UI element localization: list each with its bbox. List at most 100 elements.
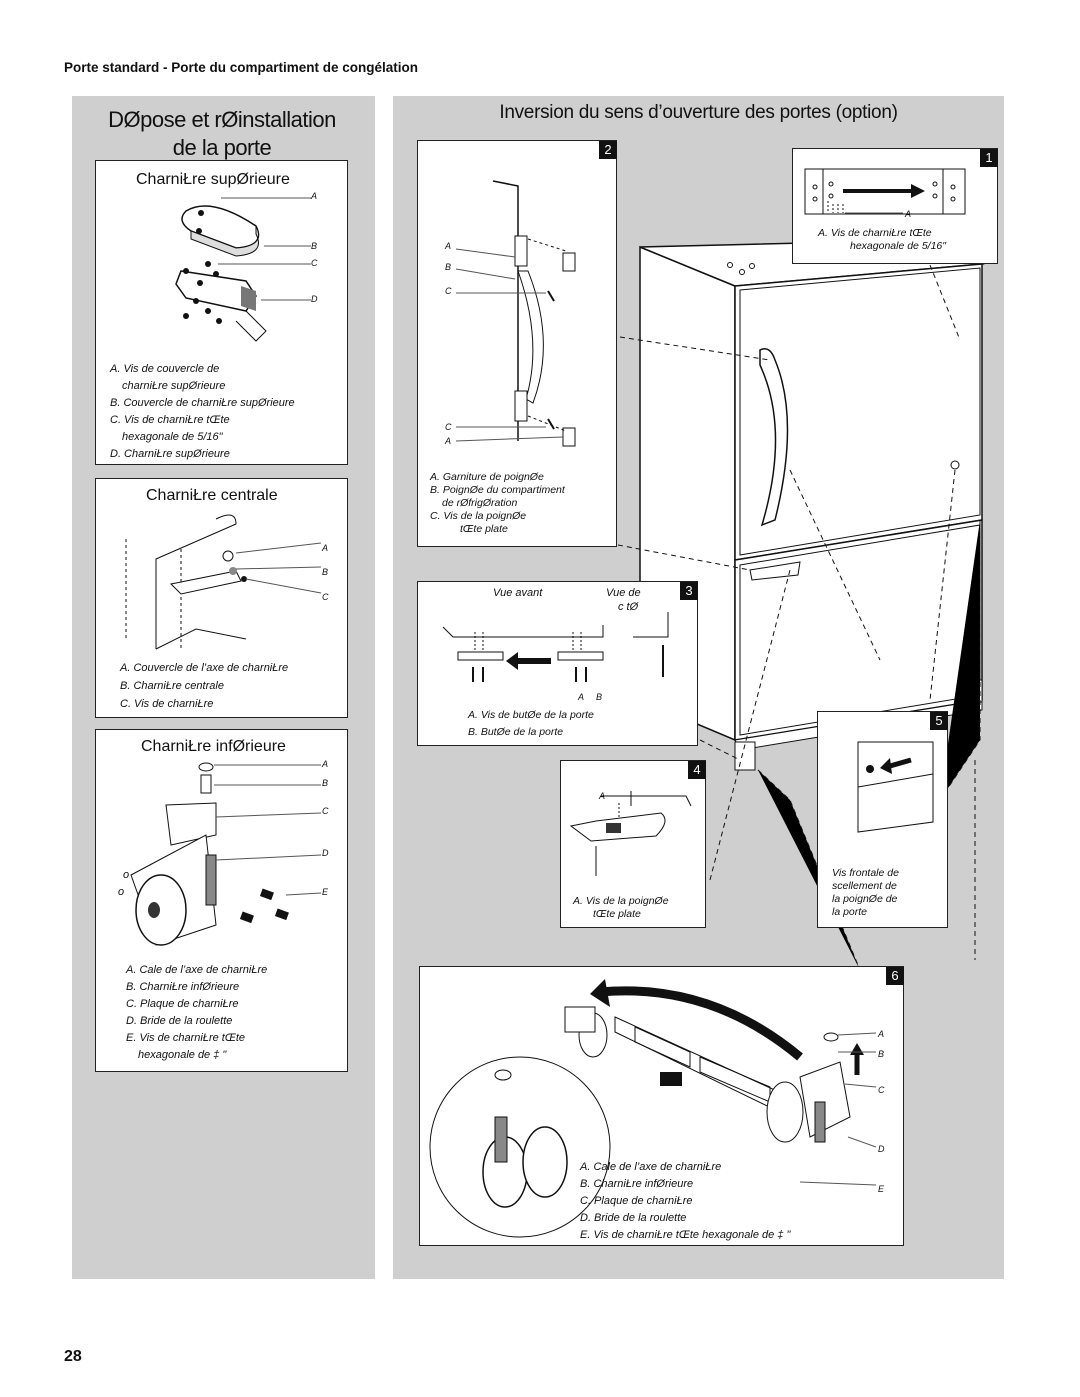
side-mark-2: o xyxy=(118,886,125,898)
caption-line: tŒte plate xyxy=(593,908,641,920)
bottom-hinge-box: CharniŁre infØrieure A B C D E o o A. Ca… xyxy=(95,729,348,1072)
caption-line: A. Garniture de poignØe xyxy=(430,471,544,483)
caption-line: B. CharniŁre infØrieure xyxy=(126,981,240,993)
caption-line: A. Vis de la poignØe xyxy=(573,895,669,907)
step-3-box: 3 Vue avant Vue de c tØ A B A. Vis de bu… xyxy=(417,581,698,746)
top-hinge-box: CharniŁre supØrieure A B C D A. Vis de c… xyxy=(95,160,348,465)
center-hinge-letter-c: C xyxy=(322,592,329,602)
caption-line: C. Vis de charniŁre tŒte xyxy=(110,414,230,426)
step-2-letter: C xyxy=(445,422,452,432)
center-hinge-heading: CharniŁre centrale xyxy=(146,487,278,504)
step-number-3: 3 xyxy=(680,582,698,600)
top-hinge-letter-b: B xyxy=(311,241,318,251)
caption-line: C. Vis de la poignØe xyxy=(430,510,527,522)
center-hinge-box: CharniŁre centrale A B C A. Couvercle de… xyxy=(95,478,348,718)
caption-line: hexagonale de 5/16" xyxy=(850,240,946,252)
step-6-letter-a: A xyxy=(878,1029,885,1039)
caption-line: charniŁre supØrieure xyxy=(122,380,226,392)
caption-line: E. Vis de charniŁre tŒte hexagonale de ‡… xyxy=(580,1229,791,1241)
step-4-diagram xyxy=(569,791,692,876)
caption-line: C. Plaque de charniŁre xyxy=(126,998,239,1010)
center-hinge-letter-b: B xyxy=(322,567,329,577)
caption-line: hexagonale de ‡ " xyxy=(138,1049,227,1061)
step-6-letter-b: B xyxy=(878,1049,885,1059)
step-6-letter-c: C xyxy=(878,1085,885,1095)
caption-line: B. ButØe de la porte xyxy=(468,726,564,738)
caption-line: A. Vis de charniŁre tŒte xyxy=(818,227,932,239)
side-view-label-2: c tØ xyxy=(618,601,639,613)
left-panel-title: DØpose et rØinstallation de la porte xyxy=(72,106,372,162)
side-mark-1: o xyxy=(123,869,130,881)
bottom-hinge-letter-d: D xyxy=(322,848,329,858)
bottom-hinge-diagram xyxy=(130,762,322,946)
right-panel-title: Inversion du sens d’ouverture des portes… xyxy=(499,102,898,123)
step-2-letter: C xyxy=(445,286,452,296)
front-view-label: Vue avant xyxy=(493,587,543,599)
step-4-letter-a: A xyxy=(599,791,606,801)
bottom-hinge-letter-b: B xyxy=(322,778,329,788)
step-6-letter-e: E xyxy=(878,1184,885,1194)
step-number-2: 2 xyxy=(599,141,617,159)
step-3-captions: A. Vis de butØe de la porte B. ButØe de … xyxy=(468,707,594,741)
caption-line: scellement de xyxy=(832,880,897,892)
step-1-captions: A. Vis de charniŁre tŒte hexagonale de 5… xyxy=(818,227,946,253)
page-number: 28 xyxy=(64,1348,82,1365)
step-6-captions: A. Cale de l’axe de charniŁre B. CharniŁ… xyxy=(580,1159,790,1244)
step-2-letter: A xyxy=(445,241,452,251)
step-number-4: 4 xyxy=(688,761,706,779)
center-hinge-captions: A. Couvercle de l’axe de charniŁre B. Ch… xyxy=(120,659,288,713)
top-hinge-heading: CharniŁre supØrieure xyxy=(136,171,290,188)
top-hinge-letter-d: D xyxy=(311,294,318,304)
step-2-box: 2 A B C C A A. Garniture de poignØe B. P… xyxy=(417,140,617,547)
caption-line: A. Vis de couvercle de xyxy=(110,363,220,375)
caption-line: B. CharniŁre centrale xyxy=(120,680,224,692)
step-5-captions: Vis frontale de scellement de la poignØe… xyxy=(832,867,899,919)
caption-line: A. Cale de l’axe de charniŁre xyxy=(126,964,268,976)
step-3-diagram xyxy=(442,612,669,682)
bottom-hinge-letter-c: C xyxy=(322,806,329,816)
step-2-captions: A. Garniture de poignØe B. PoignØe du co… xyxy=(430,471,565,536)
side-view-label-1: Vue de xyxy=(606,587,641,599)
caption-line: B. PoignØe du compartiment xyxy=(430,484,565,496)
caption-line: D. Bride de la roulette xyxy=(580,1212,687,1224)
step-number-6: 6 xyxy=(886,967,904,985)
caption-line: Vis frontale de xyxy=(832,867,899,879)
step-number-5: 5 xyxy=(930,712,948,730)
step-1-diagram xyxy=(804,168,966,215)
title-line-1: DØpose et rØinstallation xyxy=(108,107,336,132)
step-6-diagram xyxy=(429,979,877,1238)
step-2-diagram xyxy=(455,180,576,447)
title-line-2: de la porte xyxy=(172,135,272,160)
step-5-box: 5 Vis frontale de scellement de la poign… xyxy=(817,711,948,928)
step-2-letter: B xyxy=(445,262,452,272)
caption-line: D. CharniŁre supØrieure xyxy=(110,448,230,460)
caption-line: hexagonale de 5/16" xyxy=(122,431,223,443)
caption-line: B. Couvercle de charniŁre supØrieure xyxy=(110,397,295,409)
center-hinge-diagram xyxy=(125,514,322,650)
center-hinge-letter-a: A xyxy=(322,543,329,553)
bottom-hinge-letter-a: A xyxy=(322,759,329,769)
caption-line: tŒte plate xyxy=(460,523,508,535)
caption-line: E. Vis de charniŁre tŒte xyxy=(126,1032,246,1044)
step-1-box: 1 A A. Vis de charniŁre tŒte hexagonale … xyxy=(792,148,998,264)
top-hinge-diagram xyxy=(175,197,311,342)
caption-line: la porte xyxy=(832,906,868,918)
bottom-hinge-captions: A. Cale de l’axe de charniŁre B. CharniŁ… xyxy=(126,962,267,1064)
step-4-captions: A. Vis de la poignØe tŒte plate xyxy=(573,895,669,921)
caption-line: A. Vis de butØe de la porte xyxy=(468,709,594,721)
caption-line: B. CharniŁre infØrieure xyxy=(580,1178,694,1190)
step-4-box: 4 A A. Vis de la poignØe tŒte plate xyxy=(560,760,706,928)
step-2-letter: A xyxy=(445,436,452,446)
step-6-box: 6 A B C D E A. Cale de l’axe de charniŁr… xyxy=(419,966,904,1246)
section-title: Porte standard - Porte du compartiment d… xyxy=(64,60,419,75)
top-hinge-letter-c: C xyxy=(311,258,318,268)
caption-line: A. Cale de l’axe de charniŁre xyxy=(580,1161,722,1173)
step-1-letter-a: A xyxy=(905,209,912,219)
caption-line: C. Plaque de charniŁre xyxy=(580,1195,693,1207)
step-6-letter-d: D xyxy=(878,1144,885,1154)
caption-line: A. Couvercle de l’axe de charniŁre xyxy=(120,662,289,674)
caption-line: D. Bride de la roulette xyxy=(126,1015,233,1027)
caption-line: C. Vis de charniŁre xyxy=(120,698,214,710)
top-hinge-letter-a: A xyxy=(311,191,318,201)
step-3-letter-a: A xyxy=(578,692,585,702)
